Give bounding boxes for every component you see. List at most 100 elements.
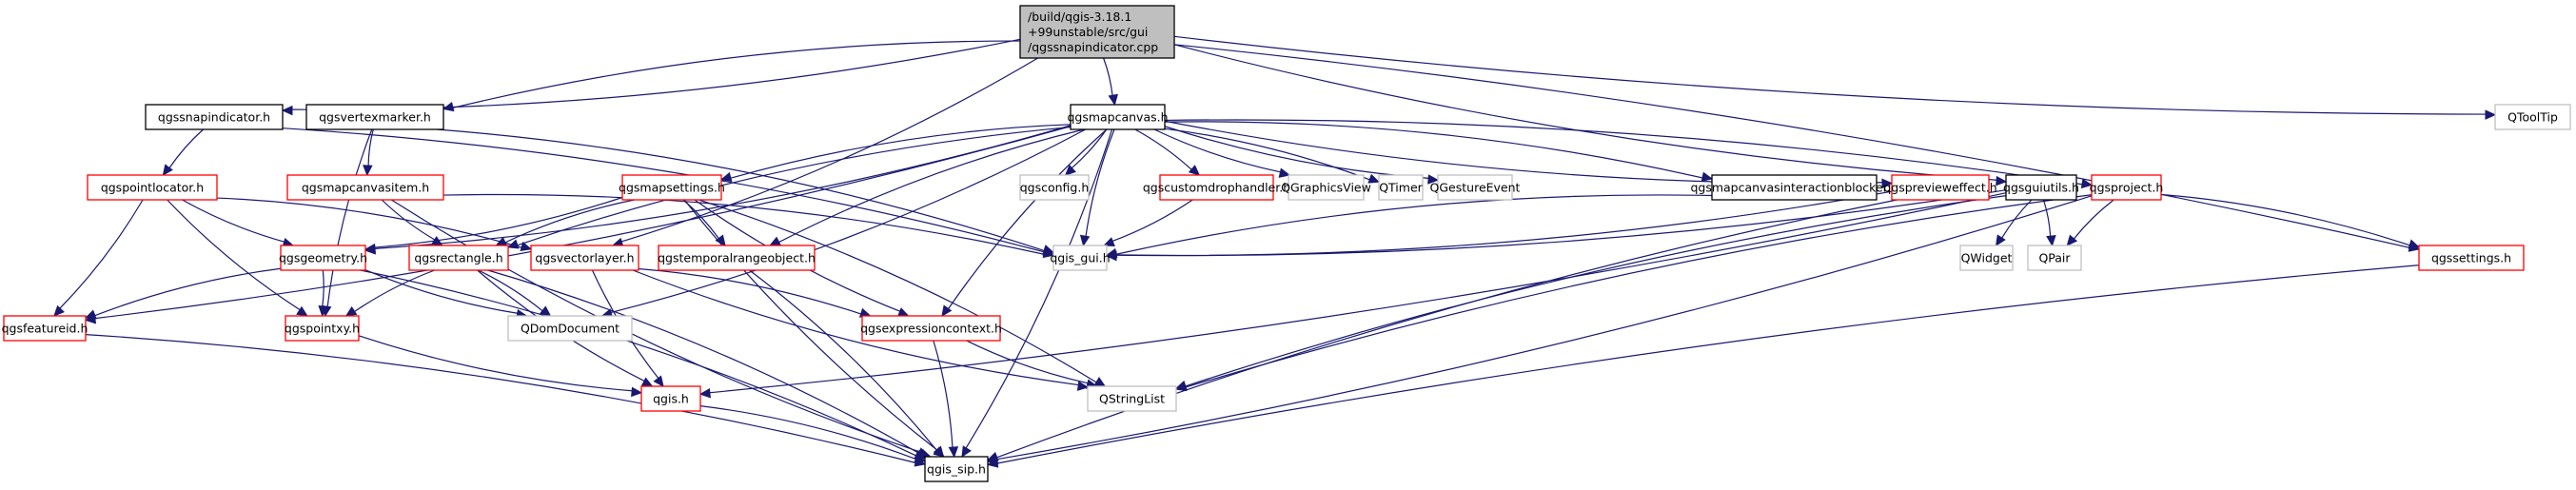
graph-node-qgis-gui-h: qgis_gui.h <box>1050 245 1111 271</box>
graph-node-qgis-sip-h[interactable]: qgis_sip.h <box>924 456 989 482</box>
graph-node-qgscustomdrophandler-h[interactable]: qgscustomdrophandler.h <box>1143 174 1290 201</box>
edge-qgssnapindicator_h-to-qgis_gui_h <box>282 127 1045 253</box>
arrowhead-icon <box>933 445 945 458</box>
edge-qgsguiutils_h-to-qgis_gui_h <box>1115 189 2007 257</box>
arrowhead-icon <box>2485 109 2497 120</box>
arrowhead-icon <box>1188 165 1201 176</box>
edge-qgsproject_h-to-qgis_sip_h <box>996 195 2093 461</box>
graph-node-qgspreviewеffect-h[interactable]: qgspreviewеffect.h <box>1883 174 1997 201</box>
node-box <box>2418 245 2525 271</box>
graph-node-qtooltip: QToolTip <box>2494 104 2571 130</box>
node-label: qgsmapcanvasitem.h <box>302 181 429 195</box>
edge-qgsmapcanvas_h-to-qgscustomdrophandler_h <box>1134 128 1192 170</box>
edge-qgsmapcanvas_h-to-QTimer <box>1164 127 1370 181</box>
node-box <box>1019 174 1090 201</box>
graph-node-qgsexpressioncontext-h[interactable]: qgsexpressioncontext.h <box>860 315 1002 342</box>
graph-node-qgstemporalrangeobject-h[interactable]: qgstemporalrangeobject.h <box>658 245 816 271</box>
arrowhead-icon <box>653 375 664 387</box>
node-box <box>1288 174 1365 201</box>
edge-qgsvertexmarker_h-to-qgspointxy_h <box>326 128 373 307</box>
graph-node-qgsmapsettings-h[interactable]: qgsmapsettings.h <box>619 174 725 201</box>
arrowhead-icon <box>162 164 173 176</box>
graph-node-qgsfeatureid-h[interactable]: qgsfeatureid.h <box>2 315 88 342</box>
node-box <box>305 104 444 130</box>
edge-qgsmapcanvasitem_h-to-qgis_gui_h <box>442 193 1045 255</box>
edge-qgsmapcanvas_h-to-qgis_gui_h <box>1085 128 1115 237</box>
graph-node-qdomdocument: QDomDocument <box>507 315 633 342</box>
node-box <box>87 174 218 201</box>
arrowhead-icon <box>1042 247 1055 259</box>
arrowhead-icon <box>1174 382 1188 392</box>
arrowhead-icon <box>948 446 959 459</box>
graph-node-qgssnapindicator-h[interactable]: qgssnapindicator.h <box>145 104 284 130</box>
node-label: qgsmapsettings.h <box>619 181 725 195</box>
arrowhead-icon <box>961 445 972 459</box>
node-label: qgspreviewеffect.h <box>1883 181 1996 195</box>
edge-qgspreviewеffect_h-to-qgis_sip_h <box>996 199 1898 459</box>
graph-node-qgsvertexmarker-h[interactable]: qgsvertexmarker.h <box>305 104 444 130</box>
node-label: qgis_sip.h <box>927 462 986 477</box>
edge-qgsmapcanvas_h-to-QGraphicsView <box>1153 128 1281 173</box>
arrowhead-icon <box>914 453 927 463</box>
graph-node-qgsguiutils-h[interactable]: qgsguiutils.h <box>2003 174 2079 201</box>
node-label: QStringList <box>1099 392 1165 406</box>
arrowhead-icon <box>84 309 97 320</box>
edge-qgsgeometry_h-to-qgis_sip_h <box>360 269 916 457</box>
node-box <box>2494 104 2571 130</box>
arrowhead-icon <box>1427 174 1440 185</box>
edge-qgspointlocator_h-to-qgsgeometry_h <box>182 199 285 243</box>
node-box <box>2005 174 2077 201</box>
arrowhead-icon <box>2080 178 2094 189</box>
graph-node-qgsmapcanvasitem-h[interactable]: qgsmapcanvasitem.h <box>286 174 444 201</box>
edge-qgspointxy_h-to-qgis_h <box>358 335 633 392</box>
arrowhead-icon <box>941 304 953 317</box>
edge-root-to-QToolTip <box>1173 35 2487 115</box>
edge-qgsgeometry_h-to-qgsfeatureid_h <box>94 267 282 317</box>
arrowhead-icon <box>281 105 293 116</box>
graph-node-qgspointlocator-h[interactable]: qgspointlocator.h <box>87 174 218 201</box>
edge-qgsrectangle_h-to-qgis_sip_h <box>487 269 919 454</box>
node-label: qgsexpressioncontext.h <box>860 322 1002 336</box>
graph-node-qgsrectangle-h[interactable]: qgsrectangle.h <box>408 245 509 271</box>
edge-qgscustomdrophandler_h-to-qgis_gui_h <box>1111 199 1193 242</box>
node-label: QGraphicsView <box>1281 181 1371 195</box>
graph-node-qgssettings-h[interactable]: qgssettings.h <box>2418 245 2525 271</box>
arrowhead-icon <box>2046 234 2056 247</box>
node-box <box>1070 104 1166 130</box>
arrowhead-icon <box>1278 167 1291 178</box>
arrowhead-icon <box>1881 178 1894 189</box>
graph-node-qgis-h[interactable]: qgis.h <box>640 385 701 412</box>
node-box <box>280 245 366 271</box>
node-box <box>145 104 284 130</box>
graph-node-root[interactable]: /build/qgis-3.18.1+99unstable/src/gui/qg… <box>1019 5 1175 59</box>
graph-node-qgsvectorlayer-h[interactable]: qgsvectorlayer.h <box>530 245 639 271</box>
arrowhead-icon <box>986 458 999 468</box>
graph-node-qgsmapcanvas-h[interactable]: qgsmapcanvas.h <box>1067 104 1169 130</box>
edge-qgspointlocator_h-to-qgsvectorlayer_h <box>216 197 522 248</box>
graph-node-qgsproject-h[interactable]: qgsproject.h <box>2090 174 2164 201</box>
arrowhead-icon <box>2066 234 2078 246</box>
arrowhead-icon <box>53 304 65 317</box>
node-label: qgssettings.h <box>2431 251 2511 265</box>
edge-qgsmapcanvas_h-to-qgspreviewеffect_h <box>1164 120 1883 185</box>
edge-qgsproject_h-to-QPair <box>2073 199 2114 240</box>
edge-qgssettings_h-to-qgis_sip_h <box>996 265 2420 464</box>
node-label: qgsvectorlayer.h <box>535 251 634 265</box>
graph-node-qgsgeometry-h[interactable]: qgsgeometry.h <box>279 245 367 271</box>
node-box <box>286 174 444 201</box>
graph-node-qgsmapcanvasinteractionblocker-h[interactable]: qgsmapcanvasinteractionblocker.h <box>1690 174 1898 201</box>
graph-node-qgspointxy-h[interactable]: qgspointxy.h <box>285 315 360 342</box>
node-label: qgsvertexmarker.h <box>319 110 431 125</box>
edge-qgsmapsettings_h-to-QStringList <box>698 199 1097 383</box>
edge-qgsmapsettings_h-to-qgsgeometry_h <box>374 196 623 248</box>
arrowhead-icon <box>1093 377 1107 387</box>
graph-node-qgraphicsview: QGraphicsView <box>1281 174 1371 201</box>
edge-qgsrectangle_h-to-qgspointxy_h <box>354 269 436 312</box>
edge-root-to-qgssettings_h <box>1173 44 2410 248</box>
arrowhead-icon <box>364 243 376 254</box>
node-label: /build/qgis-3.18.1 <box>1028 10 1131 24</box>
node-box <box>285 315 360 342</box>
node-box <box>2091 174 2162 201</box>
node-box <box>1019 5 1175 59</box>
edge-qgsexpressioncontext_h-to-qgis_sip_h <box>933 340 954 448</box>
